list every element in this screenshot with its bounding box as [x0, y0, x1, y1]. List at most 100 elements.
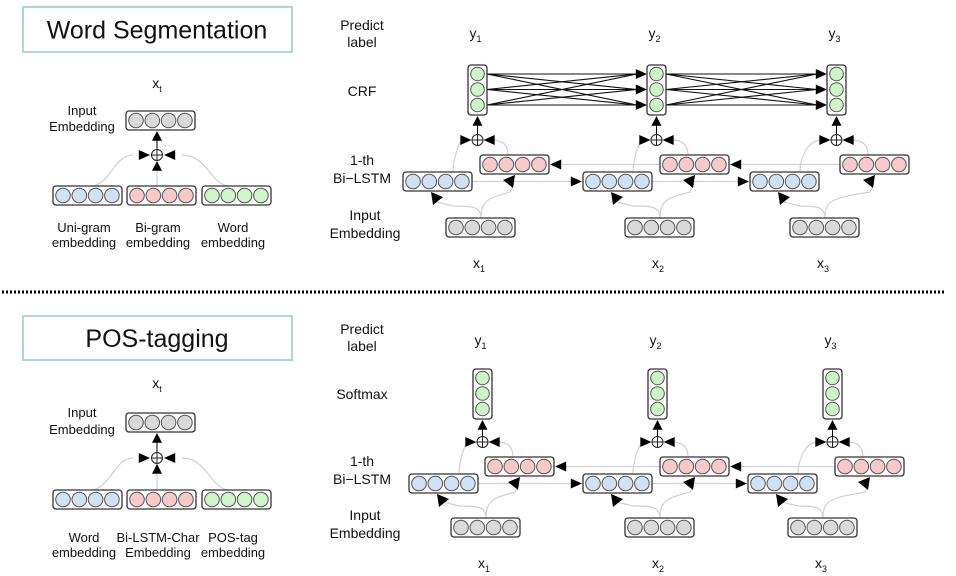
arrow-right-icon	[570, 176, 582, 187]
input-token-x-symbol: x	[473, 255, 480, 271]
embedding-output-label: Embedding	[49, 422, 115, 437]
embedding-input-vector	[201, 185, 272, 206]
input-token-x-symbol: x	[478, 555, 485, 571]
input-token-x-symbol: x	[652, 555, 659, 571]
cell	[782, 475, 799, 492]
embedding-composition: xtInputEmbeddingWordembeddingBi-LSTM-Cha…	[49, 375, 272, 560]
cell	[825, 386, 840, 401]
input-embedding-vector-frame	[624, 217, 695, 238]
connector	[92, 154, 134, 187]
connector	[458, 441, 469, 475]
cell	[453, 519, 469, 536]
input-embedding-vector	[624, 217, 695, 238]
backward-lstm-vector-frame	[484, 456, 555, 477]
embedding-output-var-subscript: t	[159, 84, 162, 94]
cell	[841, 219, 857, 236]
input-embedding-vector	[445, 217, 516, 238]
predict-label-y: y2	[649, 332, 661, 351]
cell	[678, 458, 695, 475]
embedding-input-vector-frame	[126, 489, 197, 510]
cell	[498, 156, 515, 173]
embedding-input-vector-frame	[201, 185, 272, 206]
backward-lstm-vector	[839, 154, 910, 175]
connector	[181, 457, 228, 491]
forward-lstm-vector	[402, 171, 473, 192]
cell	[891, 156, 907, 173]
concat-operator-icon	[826, 436, 839, 448]
predict-label-y-symbol: y	[649, 332, 656, 348]
cell	[475, 386, 490, 401]
softmax-output-vector	[822, 368, 843, 420]
arrow-right-icon	[465, 437, 477, 447]
row-label-predict: label	[347, 34, 377, 50]
arrow-left-icon	[838, 437, 850, 447]
softmax-output-vector	[647, 368, 668, 420]
embedding-input-vector-frame	[126, 185, 197, 206]
arrow-right-icon	[640, 437, 652, 447]
forward-lstm-vector	[408, 473, 479, 494]
cell	[825, 370, 840, 386]
forward-lstm-vector-frame	[747, 473, 818, 494]
predict-label-y: y2	[648, 25, 660, 44]
forward-lstm-vector-frame	[582, 171, 653, 192]
arrow-right-icon	[138, 453, 150, 463]
cell	[627, 219, 643, 236]
embedding-composition: xtInputEmbeddingUni-gramembeddingBi-gram…	[49, 75, 272, 250]
arrow-icon	[611, 494, 623, 507]
backward-lstm-vector-frame	[834, 456, 905, 477]
backward-lstm-vector-frame	[839, 154, 910, 175]
cell	[161, 491, 178, 508]
cell	[487, 458, 503, 475]
arrow-left-icon	[662, 135, 674, 145]
cell	[650, 401, 665, 417]
arrow-icon	[611, 192, 623, 205]
cell	[842, 156, 858, 173]
cell	[161, 187, 178, 204]
panel-title-box: Word Segmentation	[22, 6, 293, 53]
cell	[519, 458, 536, 475]
arrow-left-icon	[488, 437, 500, 447]
panel-word-segmentation: Word SegmentationxtInputEmbeddingUni-gra…	[22, 6, 910, 274]
cell	[801, 173, 817, 190]
arrow-icon	[431, 192, 443, 205]
input-token-x-symbol: x	[652, 255, 659, 271]
embedding-output-label: Input	[68, 103, 97, 118]
arrow-up-icon	[152, 161, 162, 171]
crf-transition	[665, 88, 818, 106]
embedding-input-vector	[126, 489, 197, 510]
arrow-right-icon	[815, 437, 827, 447]
concat-operator-icon	[651, 436, 664, 448]
embedding-input-label: Word	[218, 220, 249, 235]
embedding-input-label: embedding	[201, 545, 265, 560]
embedding-input-label: embedding	[52, 545, 116, 560]
cell	[514, 156, 531, 173]
embedding-output-var-subscript: t	[159, 384, 162, 394]
title-frame	[22, 315, 293, 361]
cell	[822, 519, 839, 536]
cell	[627, 519, 643, 536]
cell	[649, 82, 664, 97]
backward-lstm-vector-frame	[659, 154, 730, 175]
cell	[145, 491, 162, 508]
forward-lstm-vector	[582, 473, 653, 494]
arrow-up-icon	[651, 116, 662, 126]
predict-label-y: y3	[828, 25, 840, 44]
cell	[643, 219, 660, 236]
cell	[71, 187, 88, 204]
arrow-right-icon	[635, 84, 647, 95]
cell	[790, 519, 806, 536]
embedding-input-vector	[126, 185, 197, 206]
cell	[443, 475, 460, 492]
arrow-up-icon	[827, 420, 838, 430]
embedding-output-var: xt	[152, 75, 162, 94]
cell	[808, 219, 825, 236]
cell	[178, 187, 194, 204]
connector	[92, 457, 134, 491]
backward-lstm-vector	[479, 154, 550, 175]
cell	[768, 173, 785, 190]
input-embedding-vector	[624, 517, 695, 538]
cell	[475, 401, 490, 417]
input-embedding-vector	[125, 412, 196, 433]
cell	[454, 173, 470, 190]
cell	[177, 414, 193, 431]
